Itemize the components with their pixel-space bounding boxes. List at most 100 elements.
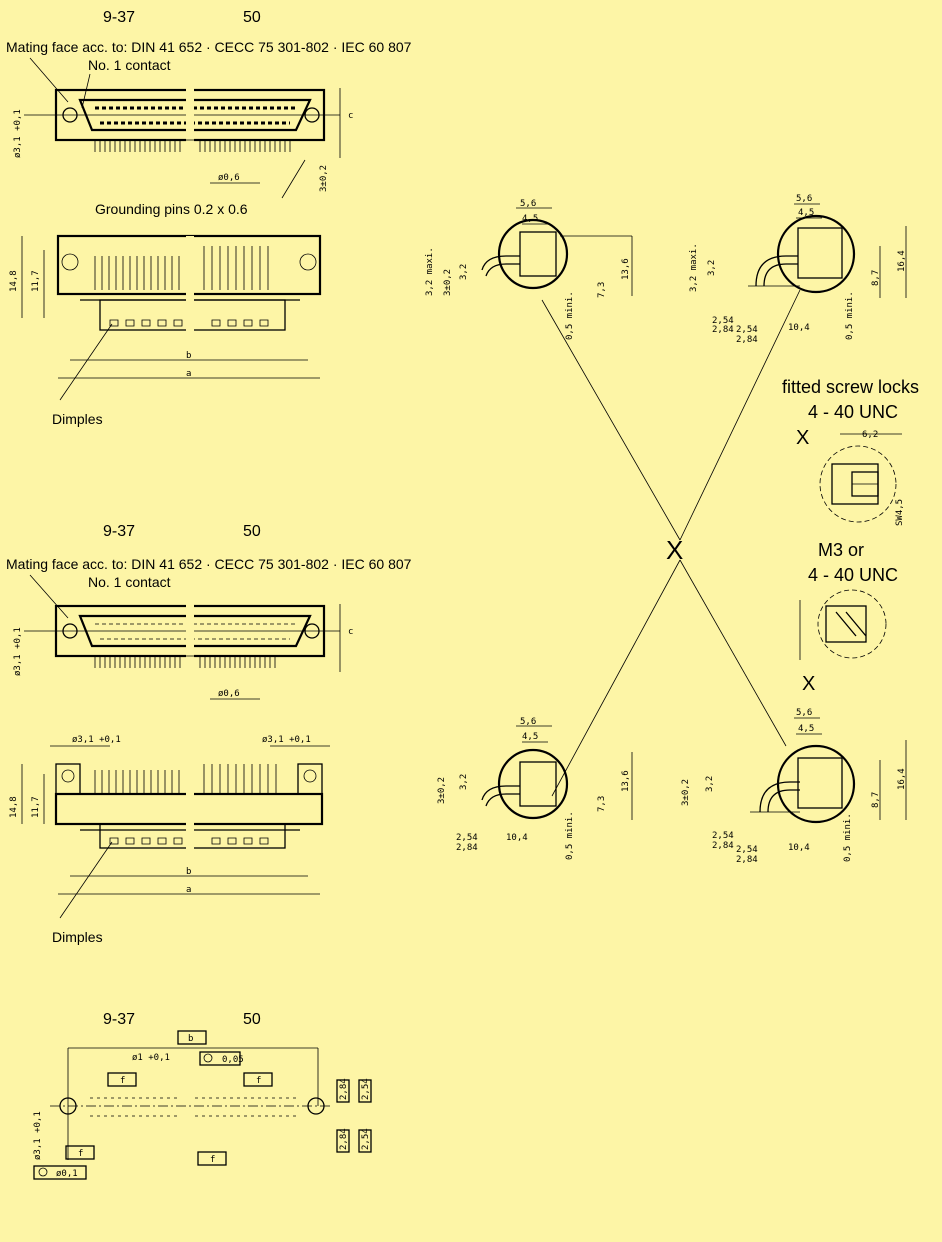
- dim-3-label-d: 3±0,2: [681, 779, 691, 806]
- dim-0-5-label-d: 0,5 mini.: [843, 813, 853, 862]
- dim-2-54-label-d: 2,54: [712, 831, 734, 841]
- dim-7-3-label-c: 7,3: [597, 796, 607, 812]
- cross-marker-x: X: [666, 535, 683, 565]
- bottom-view-connector: b a 14,8 11,7: [9, 234, 322, 401]
- dim-10-4-label: 10,4: [788, 323, 810, 333]
- dim-3-2-max-label: 3,2 maxi.: [425, 247, 435, 296]
- detail-view-top-left: 5,6 4,5 3,2 maxi. 3±0,2 3,2 7,3 13,6 0,5…: [425, 199, 633, 340]
- dimples-label-2: Dimples: [52, 929, 103, 945]
- screw-locks-callout: fitted screw locks 4 - 40 UNC X 6,2 SW4,…: [782, 377, 919, 695]
- dim-hole-left-label: ø3,1 +0,1: [72, 735, 121, 745]
- dim-f-box-3: f: [78, 1149, 83, 1159]
- dim-4-5-label-c: 4,5: [522, 732, 538, 742]
- dim-2-84-label-e: 2,84: [736, 855, 758, 865]
- pin-count-50-label-2: 50: [243, 523, 261, 540]
- dim-5-6-label-b: 5,6: [796, 194, 812, 204]
- dim-8-7-label: 8,7: [871, 270, 881, 286]
- dim-5-6-label-c: 5,6: [520, 717, 536, 727]
- dim-2-54-label-c: 2,54: [456, 833, 478, 843]
- cross-lines: X: [541, 289, 801, 797]
- dim-3-label-c: 3±0,2: [437, 777, 447, 804]
- dim-sw4-5-label: SW4,5: [895, 499, 905, 526]
- section-3-pcb-footprint: 9-37 50 b ø1 +0,1 0,05 f f 2,84 2,54 2,8…: [33, 1011, 372, 1180]
- dim-6-2-label: 6,2: [862, 430, 878, 440]
- detail-view-bottom-right: 5,6 4,5 3±0,2 3,2 8,7 16,4 0,5 mini. 2,5…: [681, 708, 907, 865]
- dim-hole-dia-label: ø3,1 +0,1: [13, 109, 23, 158]
- dim-2-84-top: 2,84: [339, 1078, 349, 1100]
- dim-2-84-label-a: 2,84: [712, 325, 734, 335]
- dim-b-box-label: b: [188, 1034, 193, 1044]
- detail-view-bottom-left: 5,6 4,5 3±0,2 3,2 7,3 13,6 0,5 mini. 2,5…: [437, 717, 633, 860]
- dim-8-7-label-d: 8,7: [871, 792, 881, 808]
- bottom-view-connector-2: ø3,1 +0,1 ø3,1 +0,1 b a 14,8 11,7: [9, 735, 330, 919]
- dim-phi1-label: ø1 +0,1: [132, 1053, 170, 1063]
- no1-contact-label-2: No. 1 contact: [88, 574, 171, 590]
- fitted-screw-locks-label: fitted screw locks: [782, 377, 919, 397]
- m3-or-label: M3 or: [818, 540, 864, 560]
- thread-4-40-unc-label-2: 4 - 40 UNC: [808, 565, 898, 585]
- tolerance-005-label: 0,05: [222, 1055, 244, 1065]
- dim-2-84-label-c: 2,84: [456, 843, 478, 853]
- dim-3-2-label-c: 3,2: [459, 774, 469, 790]
- dim-a-label-2: a: [186, 885, 191, 895]
- dim-7-3-label: 7,3: [597, 282, 607, 298]
- dim-5-6-label: 5,6: [520, 199, 536, 209]
- dim-3-2-label-a: 3,2: [459, 264, 469, 280]
- dim-2-84-bottom: 2,84: [339, 1128, 349, 1150]
- dim-pin-dia-label: ø0,6: [218, 173, 240, 183]
- dim-3-2-label-b: 3,2: [707, 260, 717, 276]
- dim-3-label: 3±0,2: [319, 165, 329, 192]
- dim-c-label: c: [348, 111, 353, 121]
- dim-b-label-2: b: [186, 867, 191, 877]
- dim-2-54-label-e: 2,54: [736, 845, 758, 855]
- pin-count-9-37-label: 9-37: [103, 9, 135, 26]
- dim-3-2-max-label-b: 3,2 maxi.: [689, 243, 699, 292]
- dim-10-4-label-d: 10,4: [788, 843, 810, 853]
- dim-5-6-label-d: 5,6: [796, 708, 812, 718]
- thread-4-40-unc-label: 4 - 40 UNC: [808, 402, 898, 422]
- dim-13-6-label: 13,6: [621, 258, 631, 280]
- dim-3-2-label-d: 3,2: [705, 776, 715, 792]
- pin-count-50-label-3: 50: [243, 1011, 261, 1028]
- pin-count-9-37-label-2: 9-37: [103, 523, 135, 540]
- dim-14-8-label-2: 14,8: [9, 796, 19, 818]
- section-2: 9-37 50 Mating face acc. to: DIN 41 652 …: [6, 523, 412, 945]
- dim-10-4-label-c: 10,4: [506, 833, 528, 843]
- dim-13-6-label-c: 13,6: [621, 770, 631, 792]
- dim-f-box-2: f: [256, 1076, 261, 1086]
- dim-f-box-1: f: [120, 1076, 125, 1086]
- dim-hole-right-label: ø3,1 +0,1: [262, 735, 311, 745]
- pin-count-9-37-label-3: 9-37: [103, 1011, 135, 1028]
- front-view-connector: c ø3,1 +0,1 ø0,6 3±0,2: [13, 57, 353, 199]
- dim-c-label-2: c: [348, 627, 353, 637]
- dim-3-label-a: 3±0,2: [443, 269, 453, 296]
- dim-4-5-label-d: 4,5: [798, 724, 814, 734]
- screwlock-marker-x-2: X: [802, 673, 815, 695]
- dim-b-label: b: [186, 351, 191, 361]
- dim-0-5-label-b: 0,5 mini.: [845, 291, 855, 340]
- screwlock-marker-x-1: X: [796, 427, 809, 449]
- dim-16-4-label: 16,4: [897, 250, 907, 272]
- section-1: 9-37 50 Mating face acc. to: DIN 41 652 …: [6, 9, 412, 427]
- dim-2-54-top: 2,54: [361, 1078, 371, 1100]
- dim-4-5-label-b: 4,5: [798, 208, 814, 218]
- dim-0-5-label-a: 0,5 mini.: [565, 291, 575, 340]
- grounding-pins-label: Grounding pins 0.2 x 0.6: [95, 201, 248, 217]
- mating-face-note-2: Mating face acc. to: DIN 41 652 · CECC 7…: [6, 556, 412, 572]
- front-view-connector-2: c ø3,1 +0,1 ø0,6: [13, 574, 353, 700]
- dim-14-8-label: 14,8: [9, 270, 19, 292]
- dim-2-84-label-d: 2,84: [712, 841, 734, 851]
- dim-2-54-bottom: 2,54: [361, 1128, 371, 1150]
- dim-a-label: a: [186, 369, 191, 379]
- dim-hole-dia-label-2: ø3,1 +0,1: [13, 627, 23, 676]
- pin-count-50-label: 50: [243, 9, 261, 26]
- dim-f-box-4: f: [210, 1155, 215, 1165]
- dim-2-54-label-a: 2,54: [712, 316, 734, 326]
- dim-0-5-label-c: 0,5 mini.: [565, 811, 575, 860]
- dim-4-5-label: 4,5: [522, 214, 538, 224]
- dim-2-54-label-b: 2,54: [736, 325, 758, 335]
- dimples-label: Dimples: [52, 411, 103, 427]
- no1-contact-label: No. 1 contact: [88, 57, 171, 73]
- dim-16-4-label-d: 16,4: [897, 768, 907, 790]
